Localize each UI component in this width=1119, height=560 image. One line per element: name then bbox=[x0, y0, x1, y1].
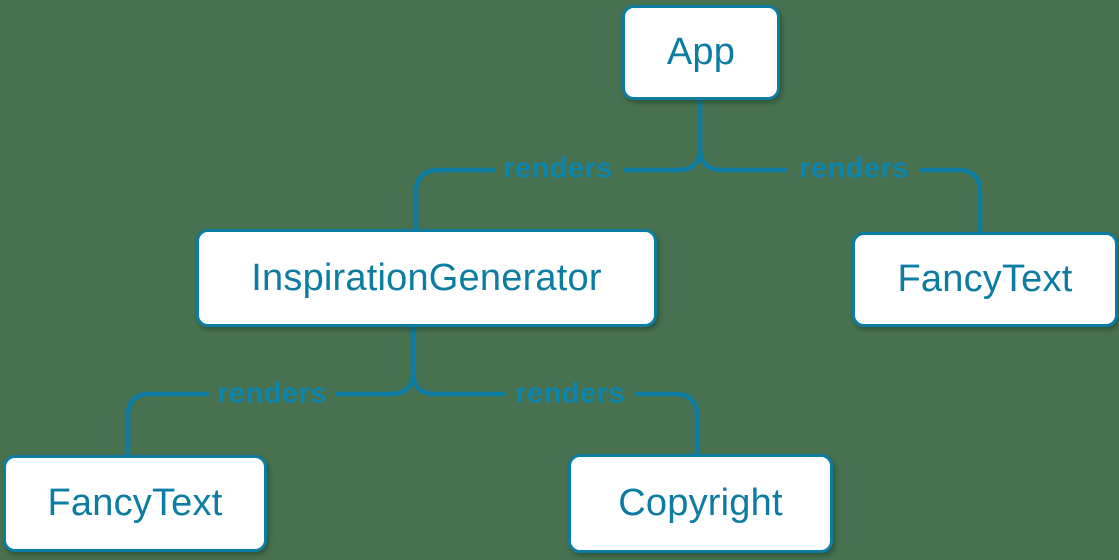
edge-label-app-fancytext: renders bbox=[799, 152, 909, 185]
edge-label-inspirationgenerator-copyright: renders bbox=[515, 377, 625, 410]
node-inspiration-generator: InspirationGenerator bbox=[196, 229, 657, 327]
node-fancy-text-right: FancyText bbox=[852, 232, 1118, 327]
node-copyright: Copyright bbox=[568, 454, 833, 553]
node-fancy-text-left-label: FancyText bbox=[47, 482, 223, 524]
node-app: App bbox=[622, 5, 780, 100]
node-fancy-text-right-label: FancyText bbox=[897, 258, 1073, 300]
node-inspiration-generator-label: InspirationGenerator bbox=[251, 256, 602, 299]
edge-label-app-inspirationgenerator: renders bbox=[503, 152, 613, 185]
node-copyright-label: Copyright bbox=[618, 482, 783, 524]
node-fancy-text-left: FancyText bbox=[3, 455, 267, 552]
node-app-label: App bbox=[666, 31, 736, 73]
edge-label-inspirationgenerator-fancytext: renders bbox=[217, 377, 327, 410]
